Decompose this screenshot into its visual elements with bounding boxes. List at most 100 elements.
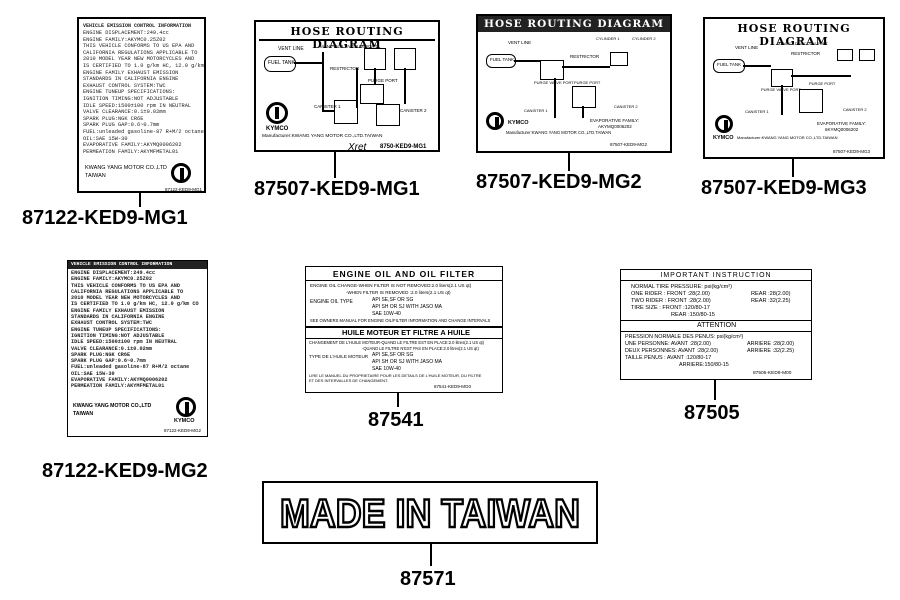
leader-line-p7 bbox=[714, 380, 716, 400]
part-number-p6: 87541 bbox=[368, 409, 424, 431]
emission-line: ENGINE TUNEUP SPECIFICATIONS: bbox=[83, 89, 176, 96]
emission-line: ENGINE FAMILY EXHAUST EMISSION bbox=[71, 307, 165, 314]
made-in-taiwan-text: MADE IN TAIWAN bbox=[280, 492, 580, 536]
part-number-p8: 87571 bbox=[400, 568, 456, 590]
part-number-p4: 87507-KED9-MG3 bbox=[701, 177, 867, 199]
part-number-p2: 87507-KED9-MG1 bbox=[254, 178, 420, 200]
tire-attention: ATTENTION bbox=[697, 322, 737, 329]
oil-change-1: ENGINE OIL CHANGE-WHEN FILTER IS NOT REM… bbox=[310, 283, 472, 288]
oil-title: ENGINE OIL AND OIL FILTER bbox=[332, 269, 476, 279]
tire-size: TIRE SIZE : FRONT :120/80-17 bbox=[631, 305, 710, 311]
hose-label-mg3: HOSE ROUTING DIAGRAM FUEL TANK VENT LINE… bbox=[703, 17, 885, 159]
tire-une: UNE PERSONNE: AVANT :28(2.00) bbox=[625, 341, 711, 347]
oil-label: ENGINE OIL AND OIL FILTER ENGINE OIL CHA… bbox=[305, 266, 503, 393]
oil-fr-manual-1: LIRE LE MANUEL DU PROPRIETAIRE POUR LES … bbox=[309, 373, 482, 378]
made-in-taiwan-outline-text: MADE IN TAIWAN bbox=[279, 491, 582, 538]
emission-line: SPARK PLUG GAP:0.6~0.7mm bbox=[71, 358, 146, 365]
emission-line: SPARK PLUG GAP:0.6~0.7mm bbox=[83, 122, 160, 129]
fuel-tank-label: FUEL TANK bbox=[490, 57, 515, 62]
restrictor-label: RESTRICTOR bbox=[570, 54, 600, 59]
emission-title: VEHICLE EMISSION CONTROL INFORMATION bbox=[68, 261, 207, 269]
hose-manufacturer-mg3: Manufacturer:KWANG YANG MOTOR CO.,LTD.TA… bbox=[737, 135, 838, 140]
manifold-label: MANIFOLD VACUUM PORT bbox=[320, 44, 378, 49]
oil-fr-type-3: SAE 10W-40 bbox=[372, 366, 401, 372]
tire-label: IMPORTANT INSTRUCTION NORMAL TIRE PRESSU… bbox=[620, 269, 812, 380]
vent-line-label: VENT LINE bbox=[278, 46, 304, 52]
leader-line-p8 bbox=[430, 544, 432, 566]
hose-title-mg2: HOSE ROUTING DIAGRAM bbox=[478, 16, 670, 32]
emission-line: IS CERTIFIED TO 1.0 g/km HC, 12.0 g/km C… bbox=[71, 301, 199, 308]
canister2-label: CANISTER 2 bbox=[614, 104, 638, 109]
emission-line: EXHAUST CONTROL SYSTEM:TWC bbox=[83, 82, 166, 89]
kymco-brand: KYMCO bbox=[713, 135, 734, 141]
emission-line: IGNITION TIMING:NOT ADJUSTABLE bbox=[71, 332, 165, 339]
purge-port-label: PURGE PORT bbox=[368, 78, 398, 83]
oil-fr-type-1: API SE,SF OR SG bbox=[372, 352, 414, 358]
restrictor-label: RESTRICTOR bbox=[330, 66, 360, 71]
part-number-p1: 87122-KED9-MG1 bbox=[22, 207, 188, 229]
emission-line: PERMEATION FAMILY:AKYMFMETAL01 bbox=[83, 148, 179, 155]
kymco-logo-icon bbox=[715, 115, 733, 133]
kymco-brand: KYMCO bbox=[508, 120, 529, 126]
emission-footer: 87122-KED9-MG2 bbox=[164, 428, 202, 433]
emission-line: CALIFORNIA REGULATIONS APPLICABLE TO bbox=[71, 288, 184, 295]
emission-line: EVAPORATIVE FAMILY:AKYMQ0006202 bbox=[83, 142, 182, 149]
evap-code-mg3: 6KYMQ0006202 bbox=[825, 127, 859, 132]
vent-line-label: VENT LINE bbox=[735, 45, 759, 50]
emission-label-mg2: VEHICLE EMISSION CONTROL INFORMATION ENG… bbox=[67, 260, 208, 437]
emission-line: IDLE SPEED:1500±100 rpm IN NEUTRAL bbox=[71, 339, 177, 346]
emission-line: 2010 MODEL YEAR NEW MOTORCYCLES AND bbox=[83, 56, 195, 63]
purge-valve-label: PURGE VALVE PORT bbox=[761, 87, 801, 92]
emission-line: SPARK PLUG:NGK CR6E bbox=[71, 351, 131, 358]
emission-line: CALIFORNIA REGULATIONS APPLICABLE TO bbox=[83, 49, 198, 56]
emission-line: STANDARDS IN CALIFORNIA ENGINE bbox=[71, 314, 165, 321]
canister2-label: CANISTER 2 bbox=[400, 108, 427, 113]
hose-title-mg3: HOSE ROUTING DIAGRAM bbox=[737, 22, 851, 48]
emission-line: EVAPORATIVE FAMILY:AKYMQ0006202 bbox=[71, 377, 168, 384]
leader-line-p6 bbox=[397, 393, 399, 407]
leader-line-p2 bbox=[334, 152, 336, 178]
restrictor-label: RESTRICTOR bbox=[791, 51, 821, 56]
purge-port-label: PURGE PORT bbox=[574, 80, 601, 85]
emission-line: THIS VEHICLE CONFORMS TO US EPA AND bbox=[83, 43, 195, 50]
emission-line: ENGINE FAMILY:AKYMC0.25Z02 bbox=[71, 276, 152, 283]
hose-label-mg2: HOSE ROUTING DIAGRAM FUEL TANK VENT LINE… bbox=[476, 14, 672, 153]
part-number-p3: 87507-KED9-MG2 bbox=[476, 171, 642, 193]
cylinder1-label: CYLINDER 1 bbox=[596, 36, 620, 41]
purge-valve-label: PURGE VALVE PORT bbox=[534, 80, 574, 85]
emission-country: TAIWAN bbox=[73, 411, 94, 417]
emission-maker: KWANG YANG MOTOR CO.,LTD bbox=[73, 403, 152, 409]
tire-two-rear: REAR :32(2.25) bbox=[751, 298, 791, 304]
emission-footer: 87122-KED9-MG1 bbox=[165, 187, 203, 192]
emission-line: THIS VEHICLE CONFORMS TO US EPA AND bbox=[71, 282, 180, 289]
tire-pression: PRESSION NORMALE DES PENUS: psi(kg/cm²) bbox=[625, 334, 744, 340]
tire-footer: 87505-KED9-M00 bbox=[753, 371, 792, 376]
emission-line: FUEL:unleaded gasoline-87 R+M/2 octane bbox=[71, 364, 190, 371]
tire-taille-arr: ARRIERE:150/80-15 bbox=[679, 362, 729, 368]
emission-line: VALVE CLEARANCE:0.1±0.02mm bbox=[71, 345, 152, 352]
emission-maker: KWANG YANG MOTOR CO.,LTD bbox=[85, 165, 167, 171]
made-in-taiwan-label: MADE IN TAIWAN bbox=[262, 481, 598, 544]
emission-line: IS CERTIFIED TO 1.0 g/km HC, 12.0 g/km C… bbox=[83, 62, 206, 69]
kymco-logo-icon bbox=[266, 102, 288, 124]
oil-fr-type-2: API SH OR SJ WITH JASO MA bbox=[372, 359, 443, 365]
tire-one-rear: REAR :28(2.00) bbox=[751, 291, 791, 297]
emission-line: IGNITION TIMING:NOT ADJUSTABLE bbox=[83, 95, 179, 102]
hose-title-mg1: HOSE ROUTING DIAGRAM bbox=[290, 25, 404, 51]
fuel-tank-label: FUEL TANK bbox=[717, 62, 742, 67]
emission-line: ENGINE FAMILY:AKYMC0.25Z02 bbox=[83, 36, 166, 43]
tire-une-arr: ARRIERE :28(2.00) bbox=[747, 341, 795, 347]
hose-footer-mg2: 87507-KED9-MG2 bbox=[610, 142, 648, 147]
tire-size-rear: REAR :150/80-15 bbox=[671, 312, 715, 318]
part-number-p7: 87505 bbox=[684, 402, 740, 424]
oil-type-1: API SE,SF OR SG bbox=[372, 297, 414, 303]
kymco-logo-icon bbox=[176, 397, 196, 417]
emission-line: EXHAUST CONTROL SYSTEM:TWC bbox=[71, 320, 152, 327]
oil-type-3: SAE 10W-40 bbox=[372, 311, 401, 317]
oil-see-manual: SEE OWNERS MANUAL FOR ENGINE OIL/FILTER … bbox=[310, 318, 491, 323]
evap-family-mg3: EVAPORATIVE FAMILY: bbox=[817, 121, 867, 126]
part-number-p5: 87122-KED9-MG2 bbox=[42, 460, 208, 482]
leader-line-p3 bbox=[568, 153, 570, 171]
emission-line: ENGINE FAMILY EXHAUST EMISSION bbox=[83, 69, 179, 76]
